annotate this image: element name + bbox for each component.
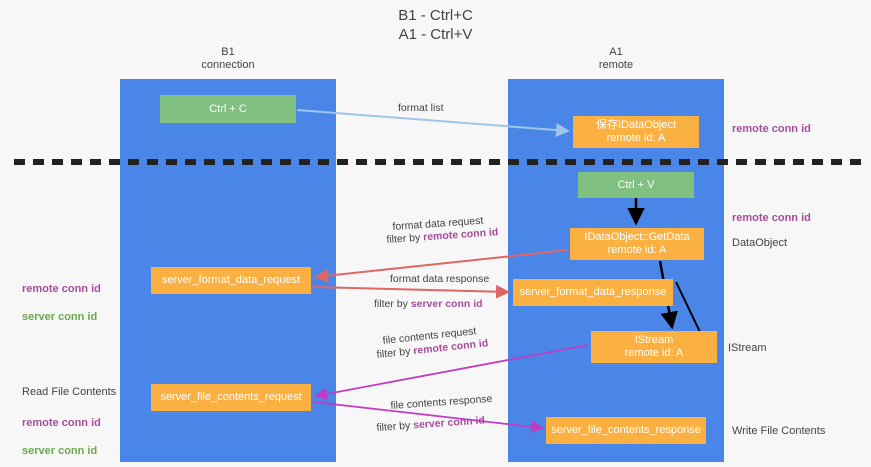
swimlane-header-a1: A1 remote	[598, 46, 634, 71]
filter-highlight: server conn id	[412, 414, 486, 432]
edge-label-file-contents-response: file contents response	[390, 392, 493, 412]
node-server-format-data-request[interactable]: server_format_data_request	[151, 267, 311, 294]
connector-format-data-response	[312, 284, 510, 299]
filter-prefix: filter by	[376, 419, 414, 434]
swimlane-header-b1: B1 connection	[201, 46, 255, 71]
edge-label-filter-server-conn-id-2: filter by server conn id	[376, 413, 485, 435]
node-ctrl-c[interactable]: Ctrl + C	[160, 95, 296, 123]
edge-label-filter-server-conn-id-1: filter by server conn id	[374, 297, 483, 311]
filter-highlight: remote conn id	[422, 226, 499, 244]
filter-highlight: server conn id	[410, 298, 483, 310]
edge-label-format-data-response: format data response	[390, 273, 490, 285]
node-server-format-data-response[interactable]: server_format_data_response	[513, 279, 673, 306]
annotation-read-file-contents: Read File Contents	[22, 386, 117, 398]
node-ctrl-v[interactable]: Ctrl + V	[578, 172, 694, 198]
edge-label-format-list: format list	[398, 102, 444, 114]
annotation-istream: IStream	[728, 342, 767, 354]
annotation-remote-conn-id-top: remote conn id	[732, 123, 811, 135]
annotation-server-conn-id-label: server conn id	[22, 311, 98, 323]
annotation-dataobject: DataObject	[732, 237, 788, 249]
annotation-write-file-contents: Write File Contents	[732, 425, 826, 437]
diagram-title: B1 - Ctrl+C A1 - Ctrl+V	[398, 7, 473, 43]
annotation-server-conn-id-label-2: server conn id	[22, 445, 98, 457]
node-server-file-contents-request[interactable]: server_file_contents_request	[151, 384, 311, 411]
annotation-remote-conn-id-mid: remote conn id	[732, 212, 811, 224]
annotation-left-ids-low: remote conn id server conn id	[22, 402, 101, 458]
node-server-file-contents-response[interactable]: server_file_contents_response	[546, 417, 706, 444]
node-idataobject[interactable]: 保存IDataObject remote id: A	[573, 116, 699, 148]
node-idataobject-getdata[interactable]: IDataObject::GetData remote id: A	[570, 228, 704, 260]
filter-prefix: filter by	[386, 231, 424, 246]
annotation-remote-conn-id-label-2: remote conn id	[22, 417, 101, 429]
node-istream[interactable]: IStream remote id: A	[591, 331, 717, 363]
annotation-remote-conn-id-label: remote conn id	[22, 283, 101, 295]
annotation-left-ids-mid: remote conn id server conn id	[22, 268, 101, 324]
filter-prefix: filter by	[374, 298, 411, 310]
filter-prefix: filter by	[376, 345, 414, 361]
